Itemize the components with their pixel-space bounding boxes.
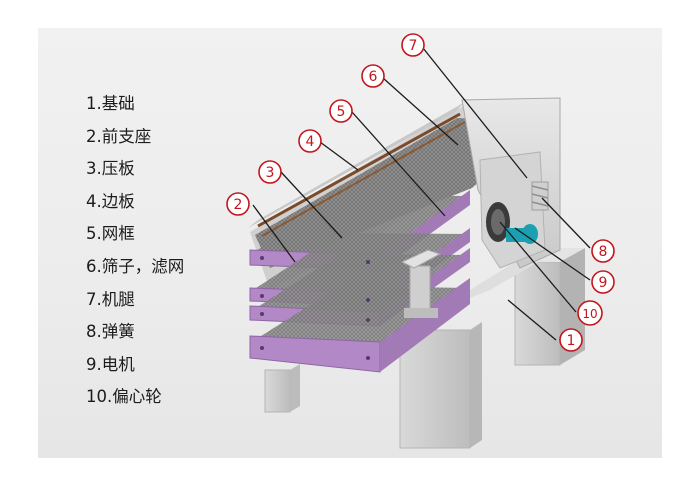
legend-item: 7.机腿 (86, 289, 135, 309)
leader-line-5 (351, 111, 446, 217)
leader-line-1 (507, 299, 557, 341)
front-support (400, 249, 442, 318)
leader-line-2 (252, 204, 296, 263)
legend-item: 10.偏心轮 (86, 387, 162, 407)
svg-text:4: 4 (306, 134, 315, 150)
svg-text:5: 5 (337, 104, 346, 120)
callout-3: 3 (258, 160, 282, 184)
svg-text:9: 9 (599, 275, 608, 291)
leader-line-10 (499, 221, 577, 313)
legend-item: 2.前支座 (86, 126, 152, 146)
svg-text:8: 8 (599, 244, 608, 260)
leader-line-9 (514, 227, 591, 281)
callout-8: 8 (591, 239, 615, 263)
callout-1: 1 (559, 328, 583, 352)
svg-text:2: 2 (234, 197, 243, 213)
callout-6: 6 (361, 64, 385, 88)
legend-item: 4.边板 (86, 191, 135, 211)
callout-9: 9 (591, 270, 615, 294)
callout-10: 10 (577, 300, 603, 326)
leader-line-7 (422, 47, 528, 179)
callout-5: 5 (329, 99, 353, 123)
leader-line-8 (541, 197, 591, 249)
leader-line-6 (382, 77, 459, 146)
leader-lines (252, 47, 591, 341)
callout-2: 2 (226, 192, 250, 216)
svg-text:7: 7 (409, 38, 418, 54)
leader-line-3 (280, 171, 343, 239)
legend-item: 9.电机 (86, 354, 135, 374)
callout-7: 7 (401, 33, 425, 57)
callout-4: 4 (298, 129, 322, 153)
svg-text:10: 10 (582, 307, 597, 321)
spring (531, 181, 549, 211)
legend-item: 8.弹簧 (86, 322, 135, 342)
svg-text:6: 6 (369, 69, 378, 85)
legend-item: 5.网框 (86, 224, 135, 244)
legend-item: 1.基础 (86, 94, 135, 113)
eccentric-wheel (486, 202, 510, 242)
motor (506, 224, 538, 244)
legend-item: 3.压板 (86, 159, 135, 179)
svg-text:1: 1 (567, 333, 576, 349)
leader-line-4 (319, 141, 359, 171)
parts-legend: 1.基础 2.前支座 3.压板 4.边板 5.网框 6.筛子，滤网 7.机腿 8… (86, 88, 184, 414)
svg-text:3: 3 (266, 165, 275, 181)
legend-item: 6.筛子，滤网 (86, 256, 185, 276)
